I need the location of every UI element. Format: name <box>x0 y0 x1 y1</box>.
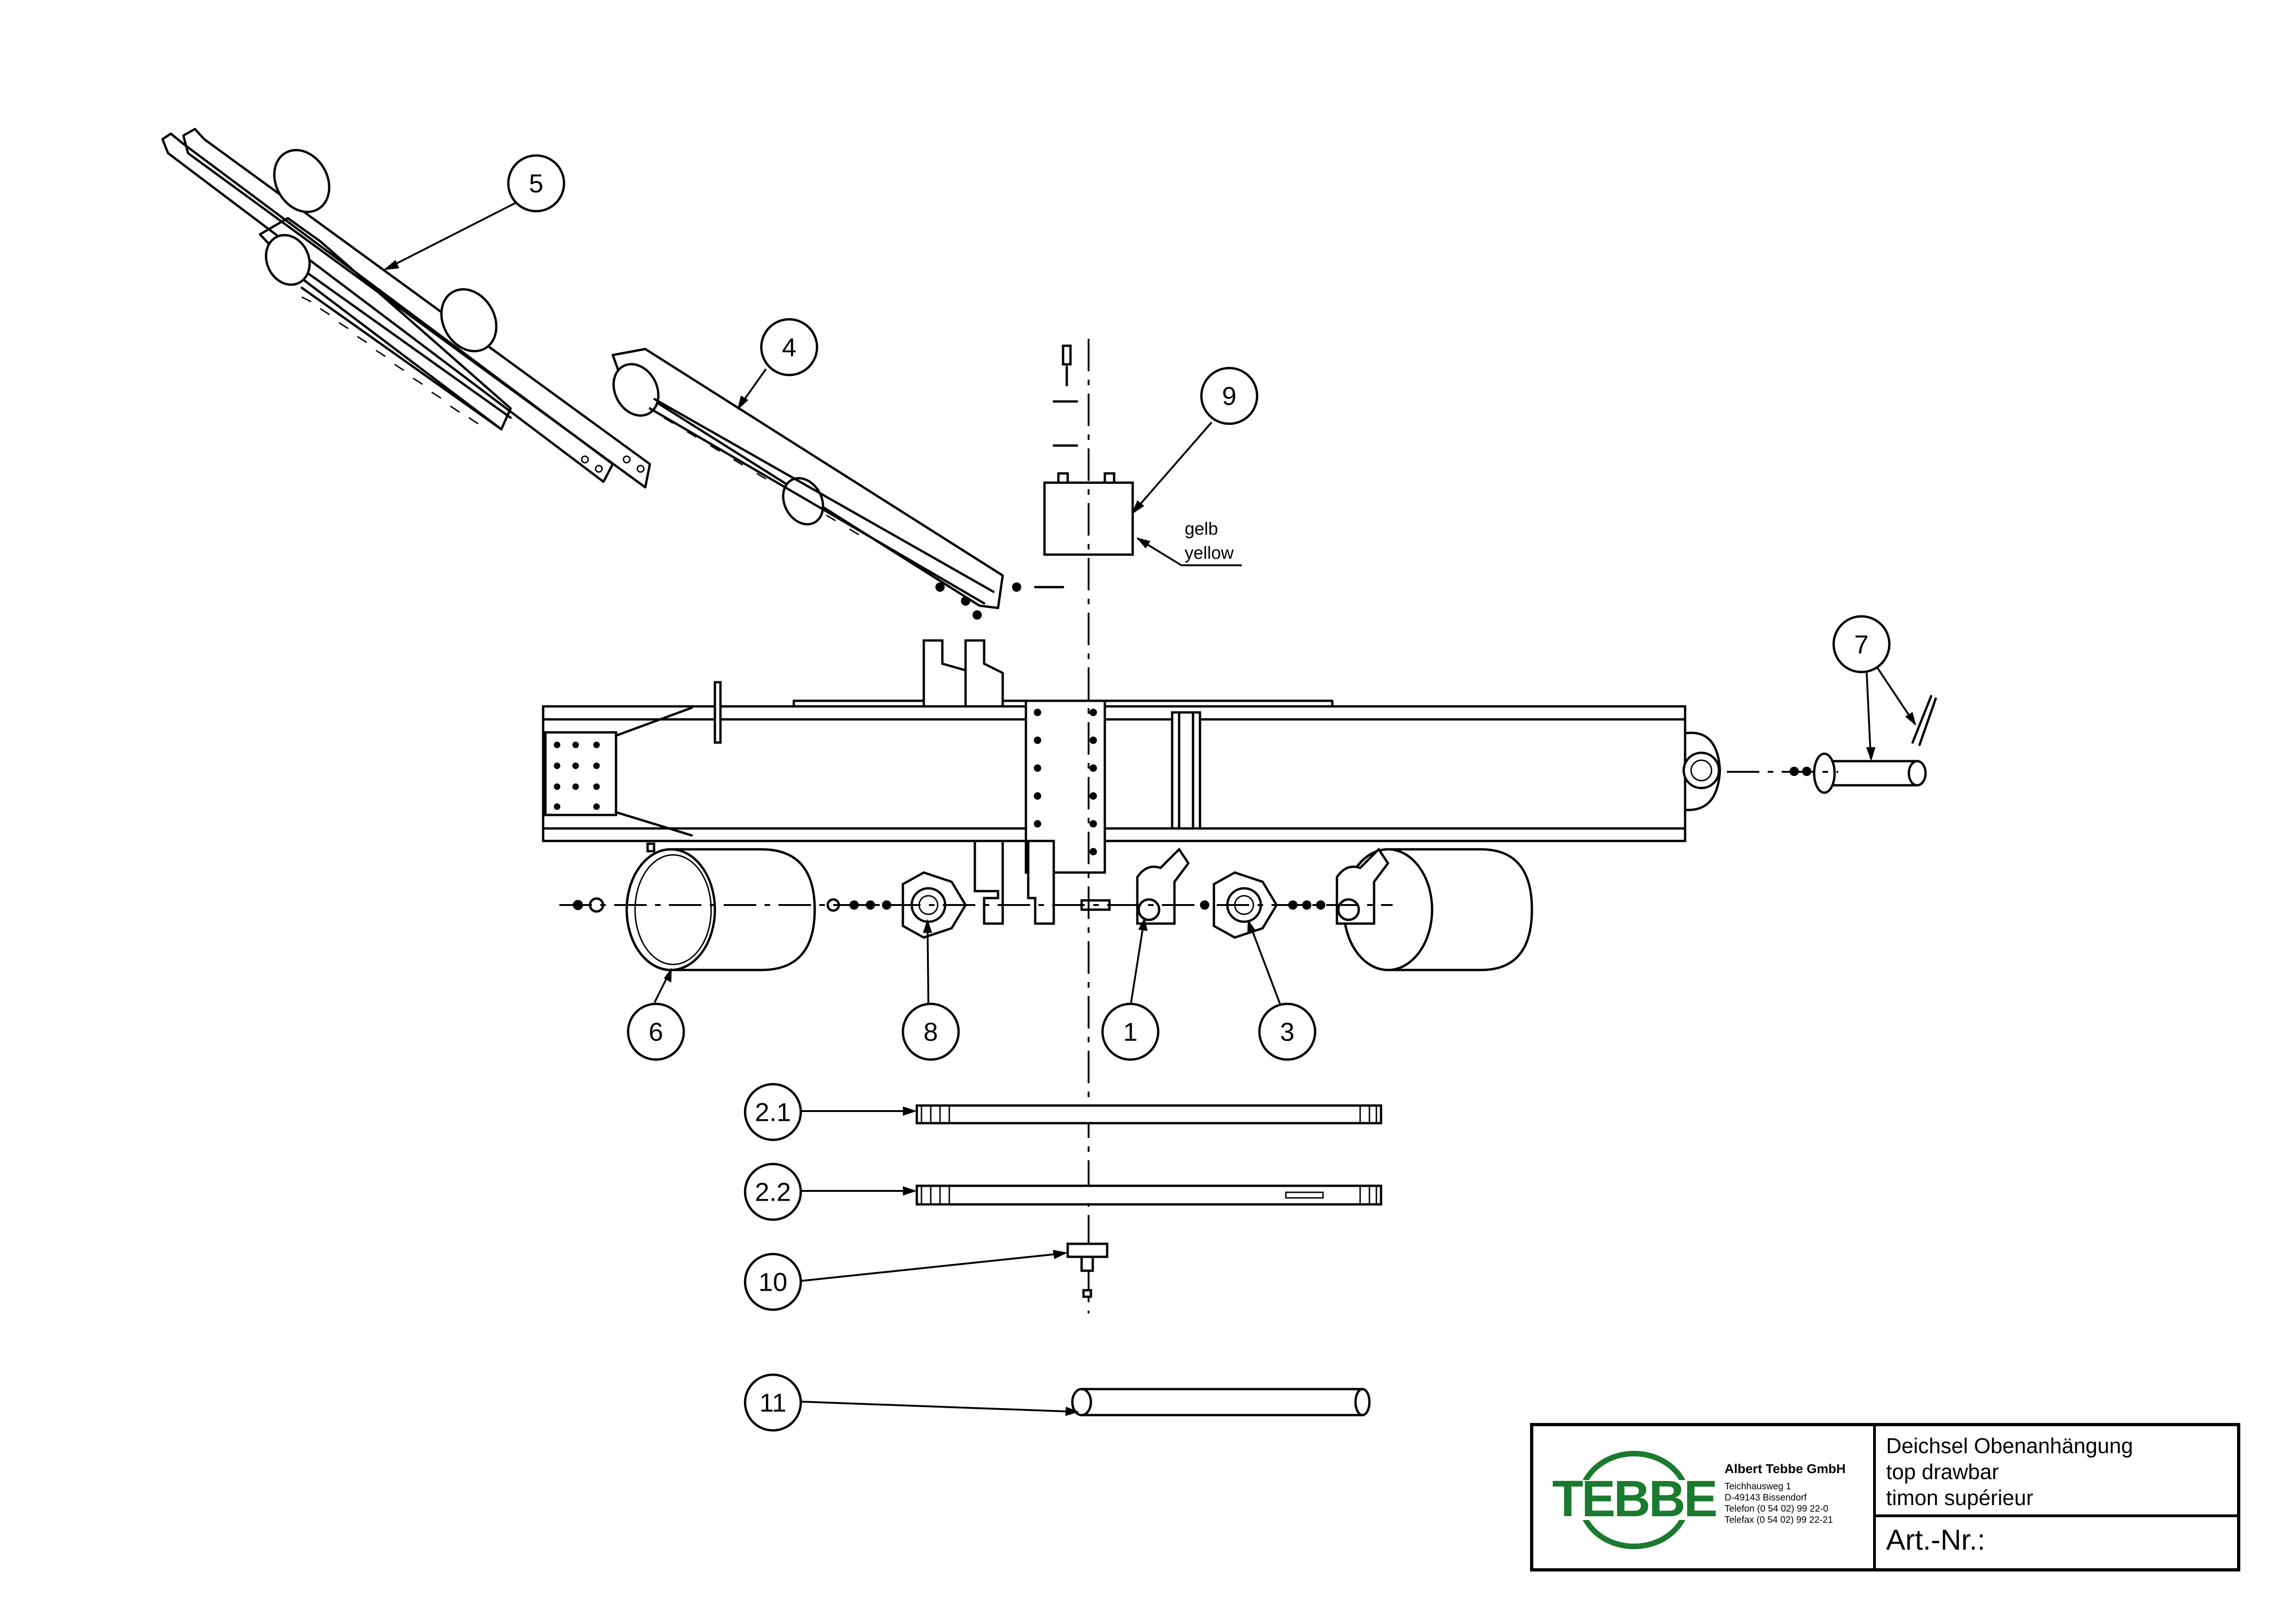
svg-text:3: 3 <box>1280 1017 1294 1047</box>
callout-7: 7 <box>1832 615 1891 673</box>
logo-cell: TEBBE Albert Tebbe GmbH Teichhausweg 1 D… <box>1533 1426 1876 1568</box>
callout-3: 3 <box>1258 1002 1317 1061</box>
part-10-key <box>1066 1242 1109 1298</box>
callout-4: 4 <box>760 318 818 376</box>
svg-text:7: 7 <box>1854 630 1868 659</box>
callout-6: 6 <box>627 1002 685 1061</box>
logo-text: TEBBE <box>1552 1470 1716 1527</box>
svg-text:2.1: 2.1 <box>755 1098 791 1127</box>
svg-text:5: 5 <box>529 169 543 198</box>
address-line: Telefon (0 54 02) 99 22-0 <box>1725 1504 1829 1514</box>
title-block: TEBBE Albert Tebbe GmbH Teichhausweg 1 D… <box>1530 1423 2240 1571</box>
address-line: Telefax (0 54 02) 99 22-21 <box>1725 1515 1833 1525</box>
part-6-roller <box>625 842 816 971</box>
part-9-yellow-box <box>1043 344 1134 556</box>
svg-text:11: 11 <box>759 1388 786 1417</box>
callout-5: 5 <box>507 154 565 213</box>
part-2-1-shaft <box>915 1104 1382 1125</box>
callout-11: 11 <box>744 1373 802 1432</box>
tebbe-logo: TEBBE <box>1544 1451 1725 1549</box>
title-en: top drawbar <box>1886 1460 1999 1484</box>
address-line: Teichhausweg 1 <box>1725 1481 1791 1492</box>
part-1-bearing-bracket <box>1136 847 1190 925</box>
part-11-tube <box>1071 1388 1371 1416</box>
part-7-pin <box>1790 695 1937 794</box>
svg-text:8: 8 <box>923 1017 938 1047</box>
part-2-2-shaft <box>915 1184 1382 1206</box>
callout-1: 1 <box>1101 1002 1160 1061</box>
svg-text:2.2: 2.2 <box>755 1177 791 1207</box>
title-de: Deichsel Obenanhängung <box>1886 1434 2133 1458</box>
title-fr: timon supérieur <box>1886 1486 2034 1510</box>
callout-9: 9 <box>1200 367 1258 425</box>
main-frame-beam <box>542 639 1721 874</box>
svg-text:6: 6 <box>649 1017 663 1047</box>
svg-text:10: 10 <box>759 1267 787 1297</box>
callout-8: 8 <box>902 1002 960 1061</box>
callout-2-2: 2.2 <box>744 1163 802 1221</box>
color-note-en: yellow <box>1185 543 1234 563</box>
callout-2-1: 2.1 <box>744 1083 802 1141</box>
article-number-label: Art.-Nr.: <box>1886 1524 1985 1556</box>
drawing-title: Deichsel Obenanhängung top drawbar timon… <box>1876 1426 2237 1517</box>
company-address: Teichhausweg 1 D-49143 Bissendorf Telefo… <box>1725 1481 1833 1526</box>
part-6-roller-right <box>1343 848 1533 971</box>
company-name: Albert Tebbe GmbH <box>1725 1461 1846 1476</box>
u-bracket <box>973 840 1055 925</box>
address-line: D-49143 Bissendorf <box>1725 1493 1807 1503</box>
svg-text:4: 4 <box>782 333 796 362</box>
part-4-drawbar-tube <box>611 348 1064 620</box>
part-5-drawbar-tube-assembly <box>161 128 651 489</box>
color-note-de: gelb <box>1185 519 1218 539</box>
leader-lines <box>383 201 1916 1416</box>
svg-text:1: 1 <box>1123 1017 1137 1047</box>
svg-text:9: 9 <box>1222 382 1236 411</box>
callout-10: 10 <box>744 1253 802 1311</box>
